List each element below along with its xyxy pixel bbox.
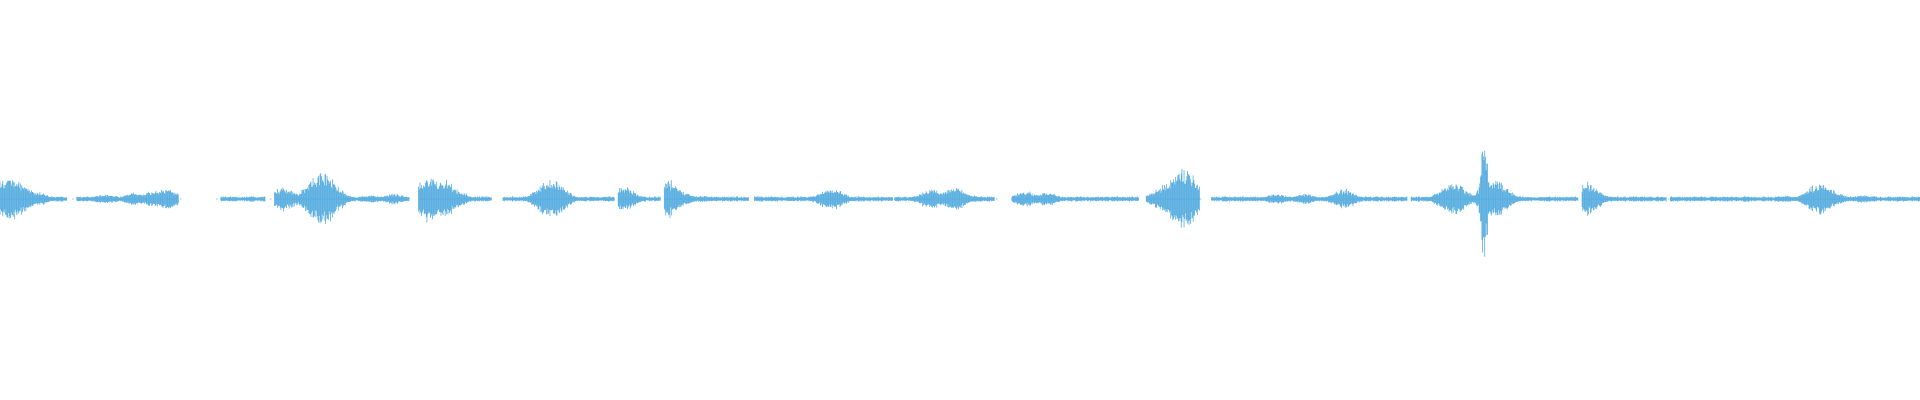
waveform-trace	[0, 150, 1920, 257]
